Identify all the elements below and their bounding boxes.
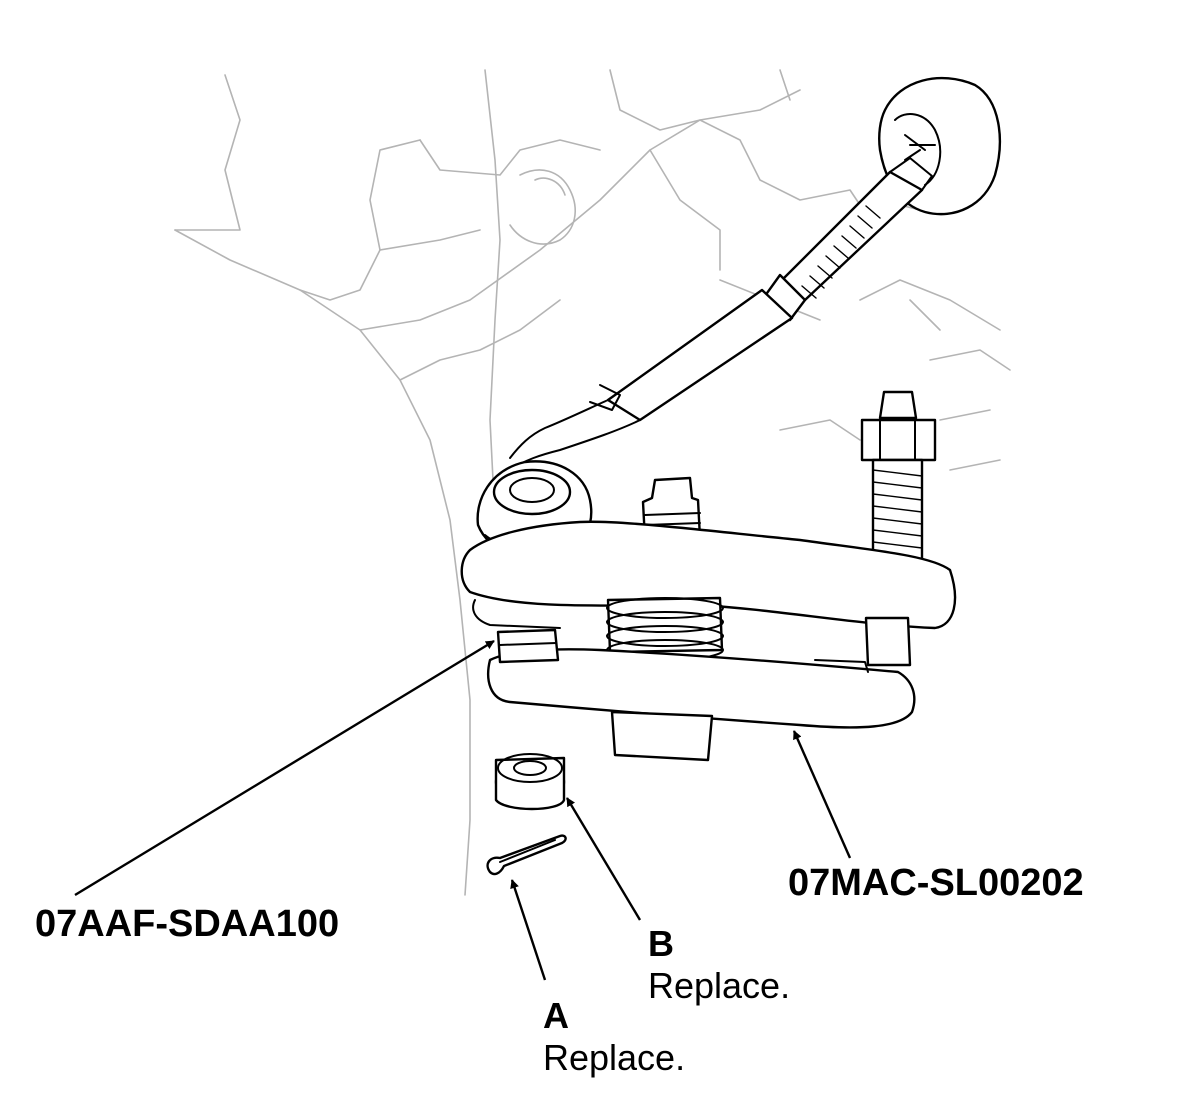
cotter-pin-a	[486, 834, 567, 876]
pressure-bolt	[860, 390, 937, 567]
callout-b-letter: B	[648, 923, 674, 964]
callout-a-letter: A	[543, 995, 569, 1036]
tool-07aaf-label: 07AAF-SDAA100	[35, 903, 340, 945]
leader-07aaf	[74, 639, 495, 897]
lower-bolt	[864, 616, 912, 667]
suspension-background	[174, 69, 1011, 896]
ball-stud-nut	[496, 628, 560, 664]
cv-boot	[878, 77, 1001, 216]
self-locking-nut-b	[494, 753, 566, 811]
lower-puller-arm	[487, 648, 916, 762]
callout-b-note: Replace.	[648, 965, 791, 1006]
tool-07mac-label: 07MAC-SL00202	[788, 862, 1084, 904]
callout-a-note: Replace.	[543, 1037, 686, 1078]
tie-rod	[509, 157, 933, 471]
upper-puller-arm	[460, 520, 957, 630]
leader-lines	[74, 639, 852, 981]
spring	[606, 596, 724, 661]
leader-b	[565, 797, 642, 921]
leader-a	[510, 879, 547, 981]
leader-07mac	[792, 730, 852, 859]
